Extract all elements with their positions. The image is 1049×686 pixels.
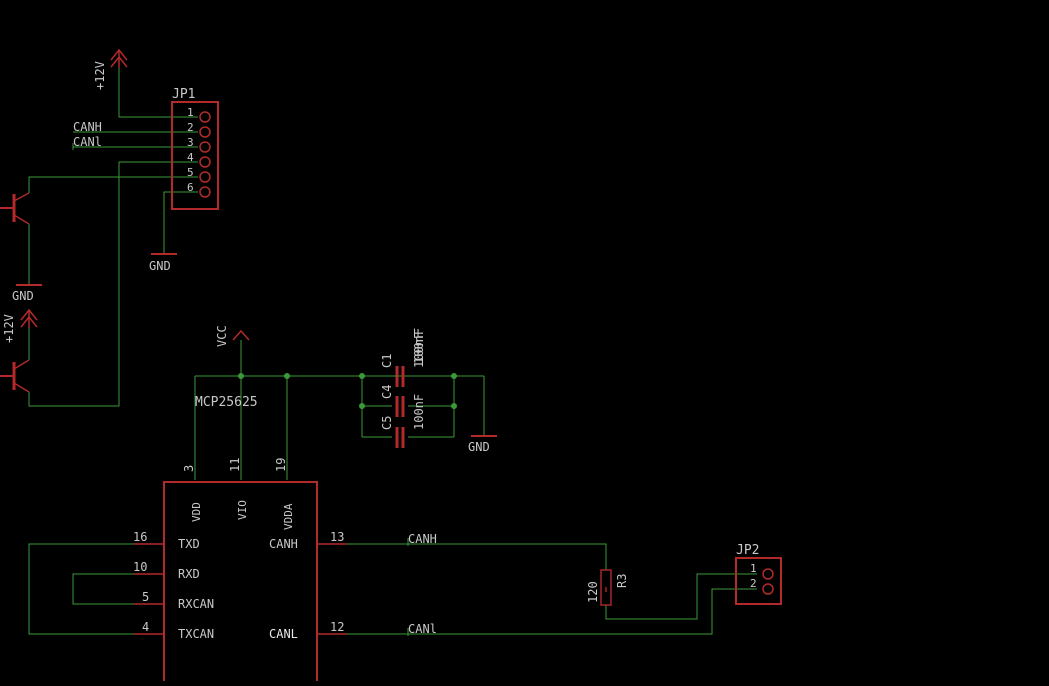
jp1-pin-3: 3 [187,136,194,149]
plus12v-mid-label: +12V [2,314,16,343]
jp2-pin-1: 1 [750,562,757,575]
capacitor-c4[interactable]: C4 100nF [380,328,426,417]
capacitor-c5[interactable]: C5 100nF [380,394,426,448]
jp1-label: JP1 [172,87,195,102]
ic-pin-label-canl: CANL [269,627,298,641]
gnd-jp1-label: GND [149,259,171,273]
vcc-symbol[interactable]: VCC [215,325,250,347]
plus12v-top-symbol[interactable]: +12V [93,48,128,90]
plus12v-mid-symbol[interactable]: +12V [2,308,38,343]
jp1-connector[interactable]: JP1 1 2 3 4 5 6 [171,87,219,210]
net-label-canl-jp1: CANl [73,135,102,149]
r3-name: R3 [615,574,629,588]
c4-name: C4 [380,385,394,399]
ic-pin-label-canh: CANH [269,537,298,551]
ic-pin-label-rxd: RXD [178,567,200,581]
net-label-canh-bus: CANH [408,532,437,546]
ic-pin-num-rxd: 10 [133,560,147,574]
jp2-pin-2: 2 [750,577,757,590]
jp2-label: JP2 [736,543,759,558]
resistor-r3[interactable]: R3 120 [586,569,629,606]
ic-pin-num-txcan: 4 [142,620,149,634]
gnd-caps-label: GND [468,440,490,454]
transistor-q1[interactable] [0,192,30,225]
capacitor-c1[interactable]: C1 100nF [362,332,426,387]
ic-pin-num-rxcan: 5 [142,590,149,604]
jp2-connector[interactable]: JP2 1 2 [735,543,782,605]
c5-name: C5 [380,416,394,430]
ic-pin-num-vio: 11 [228,458,242,472]
c1-value: 100nF [412,332,426,368]
ic-pin-num-vdda: 19 [274,458,288,472]
ic-mcp25625[interactable]: MCP25625 3 11 19 VDD VIO VDDA 16 10 5 4 … [133,395,347,686]
gnd-q1-label: GND [12,289,34,303]
ic-pin-num-txd: 16 [133,530,147,544]
jp1-pin-1: 1 [187,106,194,119]
gnd-jp1-symbol[interactable]: GND [149,253,177,273]
transistor-q2[interactable] [0,359,30,393]
ic-pin-num-canl: 12 [330,620,344,634]
plus12v-top-label: +12V [93,61,107,90]
ic-pin-label-txd: TXD [178,537,200,551]
ic-pin-label-rxcan: RXCAN [178,597,214,611]
ic-pin-num-canh: 13 [330,530,344,544]
c4-value: 100nF [412,328,426,364]
ic-pin-label-txcan: TXCAN [178,627,214,641]
jp1-pin-4: 4 [187,151,194,164]
jp1-pin-5: 5 [187,166,194,179]
r3-value: 120 [586,581,600,603]
ic-pin-label-vdda: VDDA [282,503,295,530]
c5-value: 100nF [412,394,426,430]
junctions [238,373,457,409]
net-label-canh-jp1: CANH [73,120,102,134]
wires [28,68,757,635]
jp1-pin-6: 6 [187,181,194,194]
ic-pin-label-vdd: VDD [190,502,203,522]
c1-name: C1 [380,354,394,368]
ic-pin-label-vio: VIO [236,500,249,520]
gnd-caps-symbol[interactable]: GND [468,435,497,454]
ic-name: MCP25625 [195,395,258,410]
vcc-label: VCC [215,325,229,347]
net-label-canl-bus: CANl [408,622,437,636]
ic-pin-num-vdd: 3 [182,465,196,472]
gnd-q1-symbol[interactable]: GND [12,284,42,303]
jp1-pins [199,111,211,198]
jp1-pin-2: 2 [187,121,194,134]
